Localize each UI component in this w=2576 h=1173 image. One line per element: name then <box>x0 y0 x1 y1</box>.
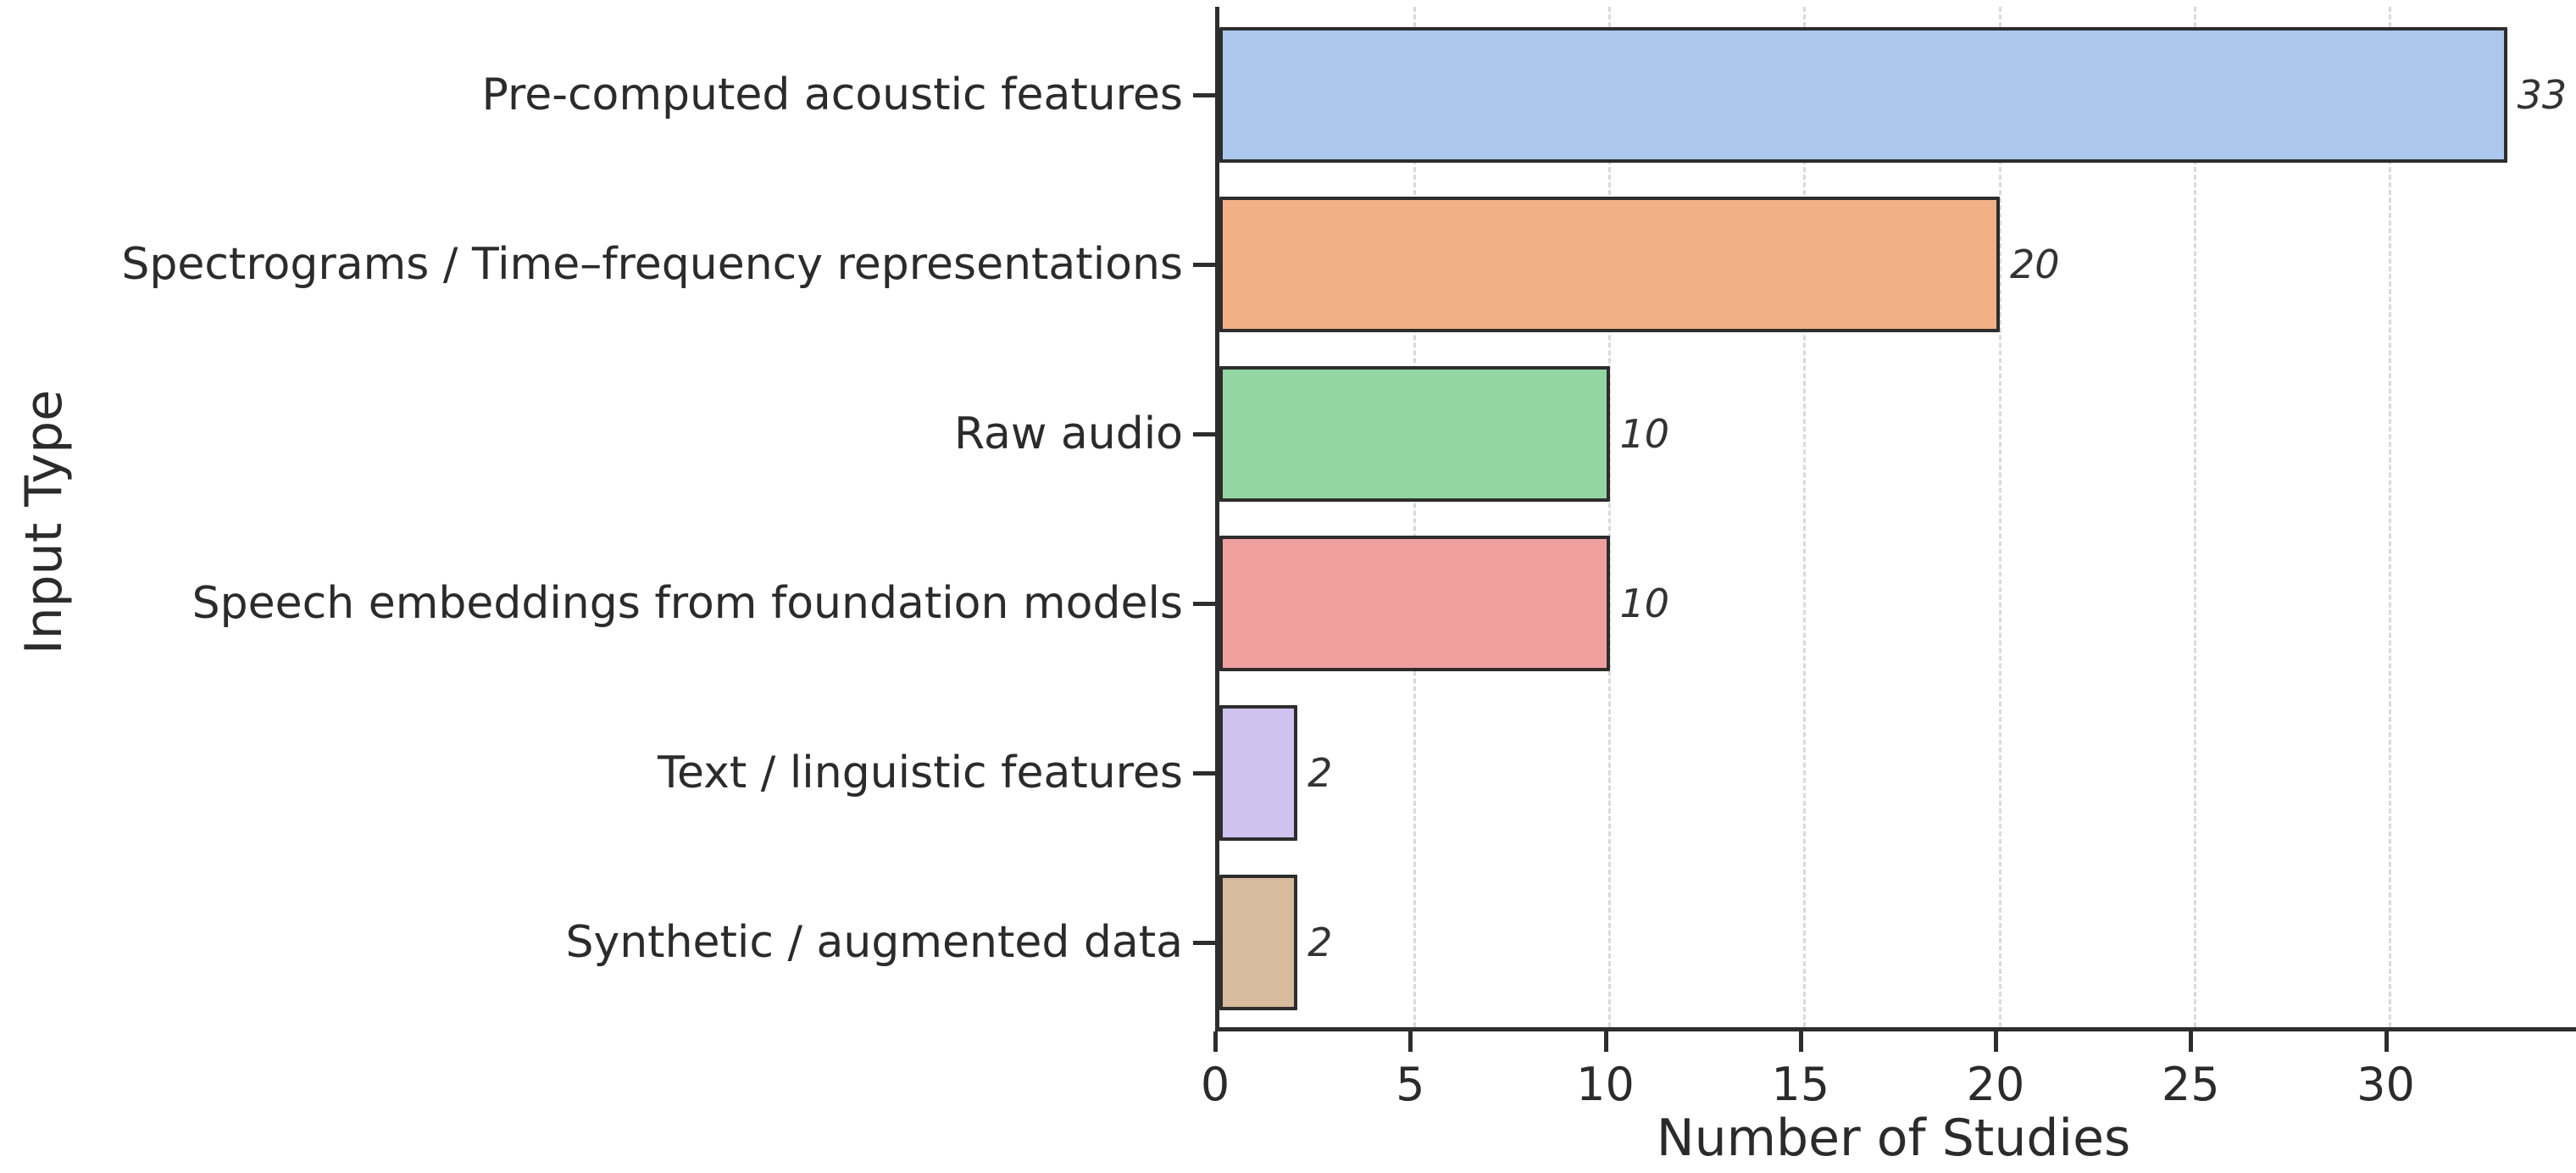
x-tick-mark-25 <box>2189 1031 2194 1052</box>
x-tick-label-10: 10 <box>1576 1058 1635 1111</box>
x-tick-mark-5 <box>1408 1031 1413 1052</box>
y-tick-mark-2 <box>1193 263 1215 267</box>
y-tick-mark-6 <box>1193 941 1215 945</box>
gridline-x-20 <box>1998 7 2001 1027</box>
category-label-3: Raw audio <box>953 409 1183 459</box>
y-tick-mark-5 <box>1193 771 1215 776</box>
category-label-2: Spectrograms / Time–frequency representa… <box>121 239 1183 290</box>
x-tick-label-25: 25 <box>2161 1058 2220 1111</box>
bar-2 <box>1219 197 2000 332</box>
x-tick-label-5: 5 <box>1396 1058 1425 1111</box>
gridline-x-15 <box>1803 7 1807 1027</box>
value-label-3: 10 <box>1619 411 1670 457</box>
y-tick-mark-4 <box>1193 602 1215 606</box>
x-tick-mark-20 <box>1994 1031 1998 1052</box>
x-tick-label-15: 15 <box>1771 1058 1830 1111</box>
bar-6 <box>1219 875 1298 1010</box>
x-tick-mark-15 <box>1798 1031 1803 1052</box>
gridline-x-5 <box>1413 7 1416 1027</box>
x-tick-mark-30 <box>2384 1031 2389 1052</box>
plot-area: 33 20 10 10 2 2 <box>1215 7 2576 1031</box>
bar-1 <box>1219 27 2507 163</box>
value-label-6: 2 <box>1307 920 1333 965</box>
x-tick-mark-10 <box>1603 1031 1608 1052</box>
value-label-5: 2 <box>1307 750 1333 796</box>
y-tick-mark-3 <box>1193 432 1215 436</box>
category-label-6: Synthetic / augmented data <box>565 917 1183 968</box>
y-axis-title: Input Type <box>14 389 74 655</box>
value-label-1: 33 <box>2517 72 2568 118</box>
category-label-1: Pre-computed acoustic features <box>481 69 1183 120</box>
gridline-x-30 <box>2389 7 2391 1027</box>
category-label-5: Text / linguistic features <box>658 748 1183 798</box>
value-label-4: 10 <box>1619 581 1670 626</box>
x-tick-mark-0 <box>1213 1031 1218 1052</box>
bar-3 <box>1219 366 1610 502</box>
bar-5 <box>1219 705 1298 841</box>
x-tick-label-20: 20 <box>1966 1058 2025 1111</box>
category-label-4: Speech embeddings from foundation models <box>192 578 1183 629</box>
gridline-x-25 <box>2193 7 2196 1027</box>
x-tick-label-0: 0 <box>1200 1058 1230 1111</box>
x-axis-title: Number of Studies <box>1656 1109 2131 1168</box>
value-label-2: 20 <box>2010 242 2060 287</box>
bar-4 <box>1219 536 1610 671</box>
gridline-x-10 <box>1608 7 1611 1027</box>
x-tick-label-30: 30 <box>2357 1058 2415 1111</box>
y-tick-mark-1 <box>1193 93 1215 97</box>
